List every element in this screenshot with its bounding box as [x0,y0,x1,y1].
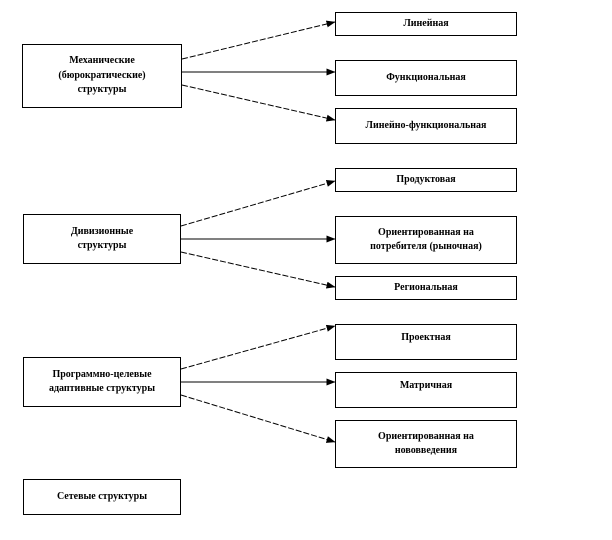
type-box-matrix: Матричная [335,372,517,408]
connector-arrow-8 [180,394,336,443]
connector-arrow-3 [180,180,336,227]
type-box-linear-functional: Линейно-функциональная [335,108,517,144]
type-box-linear: Линейная [335,12,517,36]
connector-arrow-0 [181,20,336,60]
type-box-innovation-oriented: Ориентированная на нововведения [335,420,517,468]
category-box-divisional: Дивизионные структуры [23,214,181,264]
connector-arrow-2 [181,84,336,122]
category-box-program-target: Программно-целевые адаптивные структуры [23,357,181,407]
type-box-customer-oriented: Ориентированная на потребителя (рыночная… [335,216,517,264]
type-box-functional: Функциональная [335,60,517,96]
connector-arrow-6 [180,324,336,370]
category-box-mechanical: Механические (бюрократические) структуры [22,44,182,108]
type-box-product: Продуктовая [335,168,517,192]
type-box-project: Проектная [335,324,517,360]
connector-arrow-5 [180,251,336,289]
category-box-network: Сетевые структуры [23,479,181,515]
type-box-regional: Региональная [335,276,517,300]
